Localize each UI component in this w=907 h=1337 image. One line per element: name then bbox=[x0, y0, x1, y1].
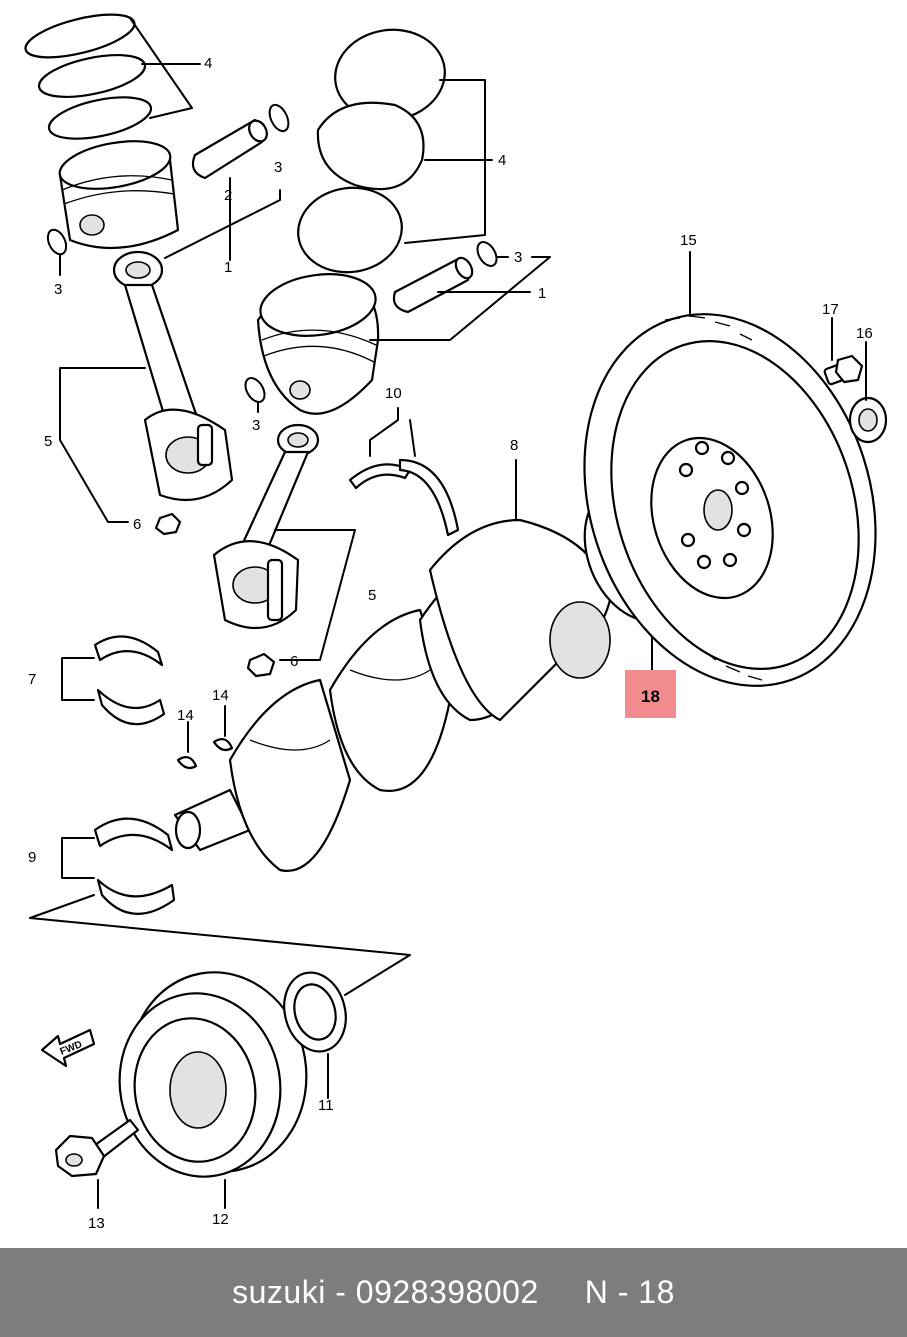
front-oil-seal bbox=[283, 971, 347, 1053]
callout-5: 5 bbox=[368, 587, 376, 604]
callout-12: 12 bbox=[212, 1211, 229, 1228]
callout-15: 15 bbox=[680, 232, 697, 249]
callout-14: 14 bbox=[177, 707, 194, 724]
callout-13: 13 bbox=[88, 1215, 105, 1232]
leader-3c-1 bbox=[369, 256, 551, 341]
leader-4a bbox=[129, 17, 193, 119]
callout-4: 4 bbox=[498, 152, 506, 169]
callout-9: 9 bbox=[28, 849, 36, 866]
callout-4: 4 bbox=[204, 55, 212, 72]
separator: - bbox=[335, 1274, 347, 1310]
callout-8: 8 bbox=[510, 437, 518, 454]
leader-7 bbox=[61, 657, 95, 701]
callout-1: 1 bbox=[538, 285, 546, 302]
flywheel bbox=[583, 313, 877, 687]
bearing-set-9 bbox=[93, 817, 176, 915]
leader-9-11 bbox=[29, 917, 411, 996]
brand-label: suzuki bbox=[232, 1274, 326, 1310]
key-14b bbox=[212, 738, 234, 752]
leader-3b bbox=[164, 189, 281, 259]
crankshaft bbox=[173, 518, 612, 872]
callout-11: 11 bbox=[318, 1097, 334, 1114]
crank-pulley bbox=[118, 971, 308, 1178]
bearing-set-10 bbox=[348, 458, 460, 537]
callout-3: 3 bbox=[252, 417, 260, 434]
nut-6b bbox=[246, 652, 276, 678]
callout-18: 18 bbox=[641, 687, 660, 706]
diagram-reference: N - 18 bbox=[584, 1274, 675, 1310]
snap-ring-4 bbox=[244, 377, 266, 403]
piston-rings-center bbox=[297, 28, 446, 274]
callout-3: 3 bbox=[274, 159, 282, 176]
part-footer: suzuki - 0928398002 N - 18 bbox=[0, 1248, 907, 1337]
snap-ring-3 bbox=[476, 241, 498, 267]
pulley-bolt bbox=[54, 1118, 140, 1178]
piston-pin-center bbox=[392, 256, 474, 314]
callout-2: 2 bbox=[224, 187, 232, 204]
key-14a bbox=[176, 756, 198, 770]
leader-4b bbox=[404, 79, 486, 244]
callout-6: 6 bbox=[290, 653, 298, 670]
callout-1: 1 bbox=[224, 259, 232, 276]
callout-6: 6 bbox=[133, 516, 141, 533]
piston-rings-left bbox=[24, 13, 153, 140]
callout-7: 7 bbox=[28, 671, 36, 688]
part-number: 0928398002 bbox=[355, 1274, 539, 1310]
snap-ring-2 bbox=[46, 228, 68, 256]
leader-5a bbox=[59, 367, 146, 523]
leader-10-b bbox=[409, 419, 416, 457]
highlight-box bbox=[625, 670, 676, 718]
connecting-rod-left bbox=[112, 250, 234, 502]
snap-ring-1 bbox=[268, 103, 290, 133]
flywheel-bolt bbox=[823, 354, 864, 386]
callout-10: 10 bbox=[385, 385, 402, 402]
leader-10 bbox=[369, 407, 399, 457]
nut-6a bbox=[154, 512, 182, 536]
fwd-arrow-icon: FWD bbox=[40, 1028, 96, 1068]
piston-center bbox=[256, 273, 380, 415]
leader-5b bbox=[274, 529, 356, 661]
leader-9 bbox=[61, 837, 95, 879]
piston-left bbox=[58, 140, 180, 250]
connecting-rod-center bbox=[212, 423, 320, 630]
leader-9-b bbox=[29, 894, 95, 919]
pilot-bearing bbox=[848, 396, 888, 444]
crankshaft-exploded-diagram: FWD 4 2 1 3 3 5 6 4 3 1 3 10 8 5 6 7 14 … bbox=[24, 13, 888, 1232]
callout-3: 3 bbox=[54, 281, 62, 298]
piston-pin-left bbox=[191, 118, 268, 180]
callout-17: 17 bbox=[822, 301, 839, 318]
bearing-set-7 bbox=[93, 635, 166, 726]
callout-5: 5 bbox=[44, 433, 52, 450]
callout-16: 16 bbox=[856, 325, 873, 342]
callout-3: 3 bbox=[514, 249, 522, 266]
callout-14: 14 bbox=[212, 687, 229, 704]
